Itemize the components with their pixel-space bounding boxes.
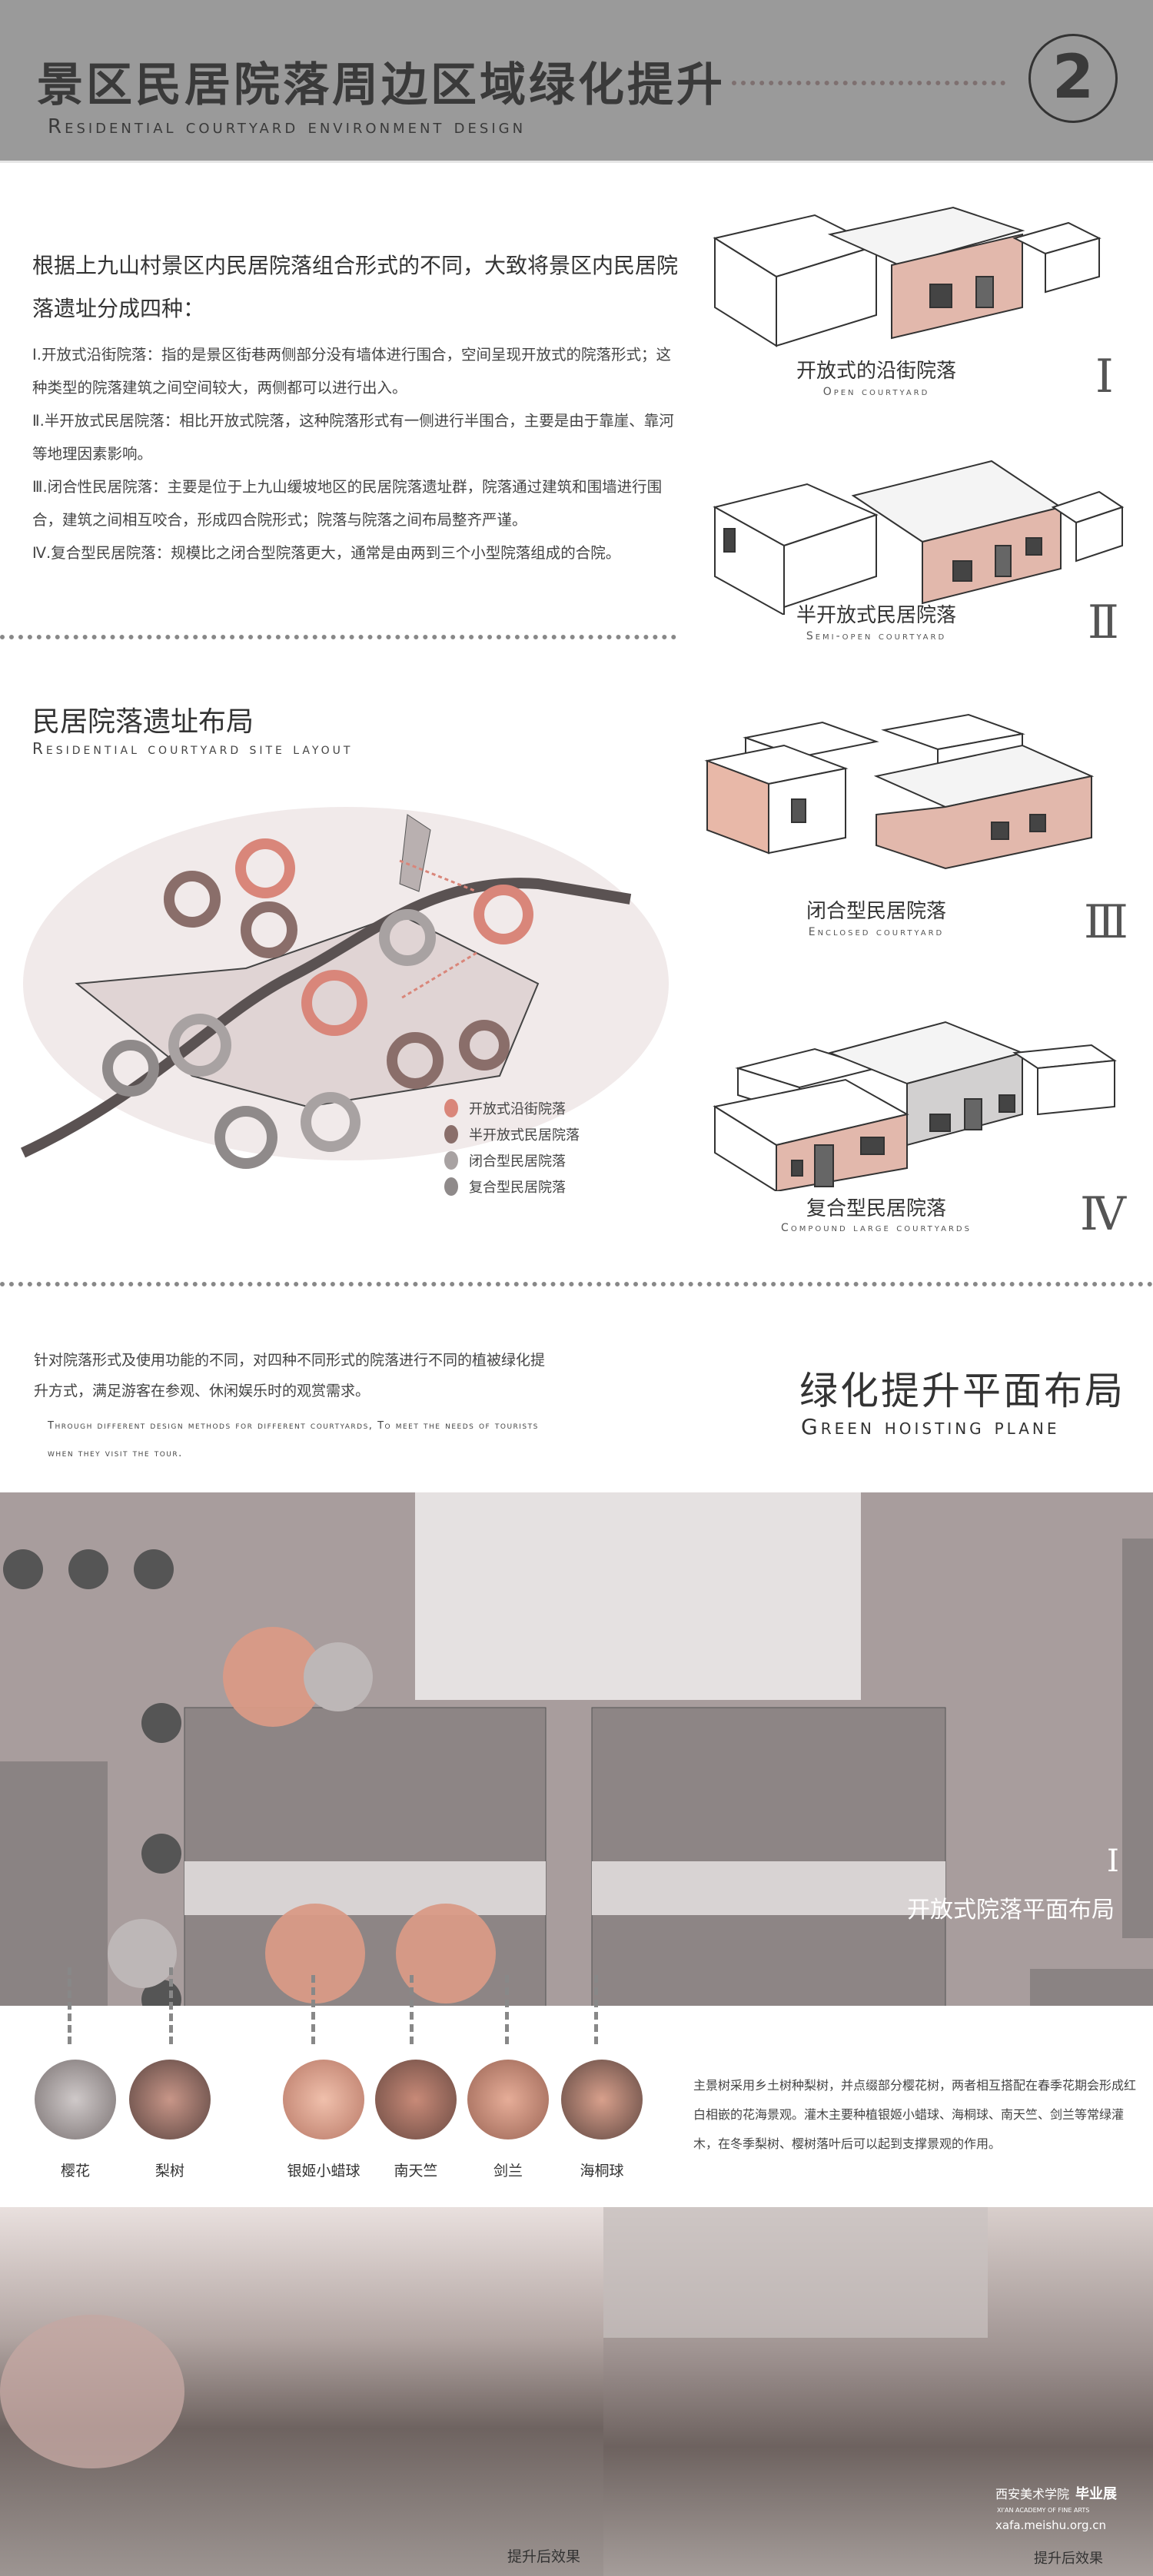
legend-item-open: 开放式沿街院落 — [444, 1095, 580, 1121]
intro-item-4: Ⅳ.复合型民居院落：规模比之闭合型院落更大，通常是由两到三个小型院落组成的合院。 — [32, 544, 621, 562]
watermark-url: xafa.meishu.org.cn — [995, 2518, 1107, 2532]
type-en-enclosed: Enclosed courtyard — [808, 926, 945, 938]
type-en-semi-open: Semi-open courtyard — [806, 630, 947, 642]
plant-image-cherry — [35, 2060, 116, 2139]
section-number-badge: 2 — [1028, 34, 1118, 123]
tree-blossom — [0, 2315, 184, 2468]
leader-line — [311, 1975, 315, 2044]
type-label-enclosed: 闭合型民居院落 — [806, 900, 946, 923]
plant-label: 海桐球 — [580, 2163, 624, 2179]
intro-item-2: Ⅱ.半开放式民居院落：相比开放式院落，这种院落形式有一侧进行半围合，主要是由于靠… — [32, 412, 674, 463]
legend-item-compound: 复合型民居院落 — [444, 1173, 580, 1200]
legend-item-enclosed: 闭合型民居院落 — [444, 1147, 580, 1173]
render-photo-left: 提升后效果 — [0, 2207, 603, 2576]
green-plan-drawing — [0, 1492, 1153, 2006]
leader-line — [594, 1975, 598, 2044]
watermark-name: 西安美术学院 — [995, 2487, 1070, 2501]
plant-label: 银姬小蜡球 — [287, 2163, 361, 2179]
section-divider — [0, 1282, 1153, 1286]
type-label-open: 开放式的沿街院落 — [796, 360, 956, 383]
watermark-logo: 西安美术学院 毕业展 — [995, 2485, 1117, 2504]
green-title-en: Green hoisting plane — [801, 1414, 1060, 1439]
section-divider — [0, 635, 676, 639]
leader-line — [169, 1967, 173, 2044]
type-label-compound: 复合型民居院落 — [806, 1197, 946, 1220]
legend-swatch-icon — [444, 1151, 458, 1170]
plant-label: 南天竺 — [394, 2163, 438, 2179]
plant-list: 樱花 梨树 银姬小蜡球 南天竺 剑兰 海桐球 — [0, 2044, 692, 2183]
green-desc-en: Through different design methods for dif… — [48, 1420, 539, 1459]
plant-label: 樱花 — [60, 2163, 90, 2179]
leader-line — [410, 1975, 414, 2044]
legend-swatch-icon — [444, 1099, 458, 1117]
watermark-sub: XI'AN ACADEMY OF FINE ARTS — [997, 2507, 1090, 2514]
legend-label: 复合型民居院落 — [469, 1180, 566, 1196]
site-layout-title: 民居院落遗址布局 — [32, 706, 254, 738]
legend-label: 半开放式民居院落 — [469, 1127, 580, 1144]
render-caption: 提升后效果 — [507, 2548, 581, 2565]
intro-heading: 根据上九山村景区内民居院落组合形式的不同，大致将景区内民居院落遗址分成四种： — [32, 253, 679, 321]
type-en-compound: Compound large courtyards — [781, 1222, 972, 1234]
site-layout-subtitle: Residential courtyard site layout — [32, 739, 354, 758]
leader-line — [68, 1967, 71, 2044]
map-legend: 开放式沿街院落 半开放式民居院落 闭合型民居院落 复合型民居院落 — [444, 1095, 580, 1200]
intro-list: Ⅰ.开放式沿街院落：指的是景区街巷两侧部分没有墙体进行围合，空间呈现开放式的院落… — [32, 338, 678, 569]
type-numeral-4: Ⅳ — [1080, 1187, 1126, 1241]
plant-image-pear — [129, 2060, 211, 2139]
type-numeral-3: Ⅲ — [1084, 895, 1128, 949]
plant-image-gladiolus — [467, 2060, 549, 2139]
render-caption: 提升后效果 — [1034, 2551, 1103, 2567]
plan-numeral: Ⅰ — [1107, 1844, 1119, 1879]
plant-description: 主景树采用乡土树种梨树，并点缀部分樱花树，两者相互搭配在春季花期会形成红白相嵌的… — [693, 2078, 1137, 2151]
type-label-semi-open: 半开放式民居院落 — [796, 604, 956, 627]
site-layout-map — [21, 807, 669, 1169]
green-title: 绿化提升平面布局 — [799, 1369, 1125, 1413]
render-photo-right: 西安美术学院 毕业展 XI'AN ACADEMY OF FINE ARTS xa… — [603, 2207, 1153, 2576]
legend-label: 开放式沿街院落 — [469, 1101, 566, 1117]
plant-label: 剑兰 — [493, 2163, 523, 2179]
house-drawing-enclosed — [704, 713, 1095, 870]
legend-item-semi-open: 半开放式民居院落 — [444, 1121, 580, 1147]
plant-image-nandina — [375, 2060, 457, 2139]
house-drawing-semi-open — [713, 460, 1125, 615]
type-numeral-1: Ⅰ — [1095, 350, 1114, 403]
legend-swatch-icon — [444, 1125, 458, 1144]
plant-image-pittosporum — [561, 2060, 643, 2139]
legend-label: 闭合型民居院落 — [469, 1154, 566, 1170]
house-drawing-open — [713, 206, 1101, 347]
leader-line — [505, 1975, 509, 2044]
type-en-open: Open courtyard — [822, 386, 930, 398]
type-numeral-2: Ⅱ — [1088, 596, 1119, 649]
page-header: 景区民居院落周边区域绿化提升 Residential courtyard env… — [0, 0, 1153, 163]
watermark-badge: 毕业展 — [1075, 2486, 1118, 2502]
house-drawing-compound — [713, 1021, 1117, 1191]
cliff-backdrop — [603, 2207, 988, 2338]
plant-label: 梨树 — [155, 2163, 184, 2179]
plan-label: 开放式院落平面布局 — [907, 1897, 1115, 1924]
green-desc: 针对院落形式及使用功能的不同，对四种不同形式的院落进行不同的植被绿化提升方式，满… — [34, 1352, 546, 1399]
plant-image-privet — [283, 2060, 364, 2139]
legend-swatch-icon — [444, 1177, 458, 1196]
page-subtitle: Residential courtyard environment design — [48, 115, 527, 138]
intro-item-1: Ⅰ.开放式沿街院落：指的是景区街巷两侧部分没有墙体进行围合，空间呈现开放式的院落… — [32, 346, 671, 397]
page-title: 景区民居院落周边区域绿化提升 — [37, 58, 726, 112]
intro-item-3: Ⅲ.闭合性民居院落：主要是位于上九山缓坡地区的民居院落遗址群，院落通过建筑和围墙… — [32, 478, 663, 529]
header-dotted-divider — [732, 81, 1005, 85]
